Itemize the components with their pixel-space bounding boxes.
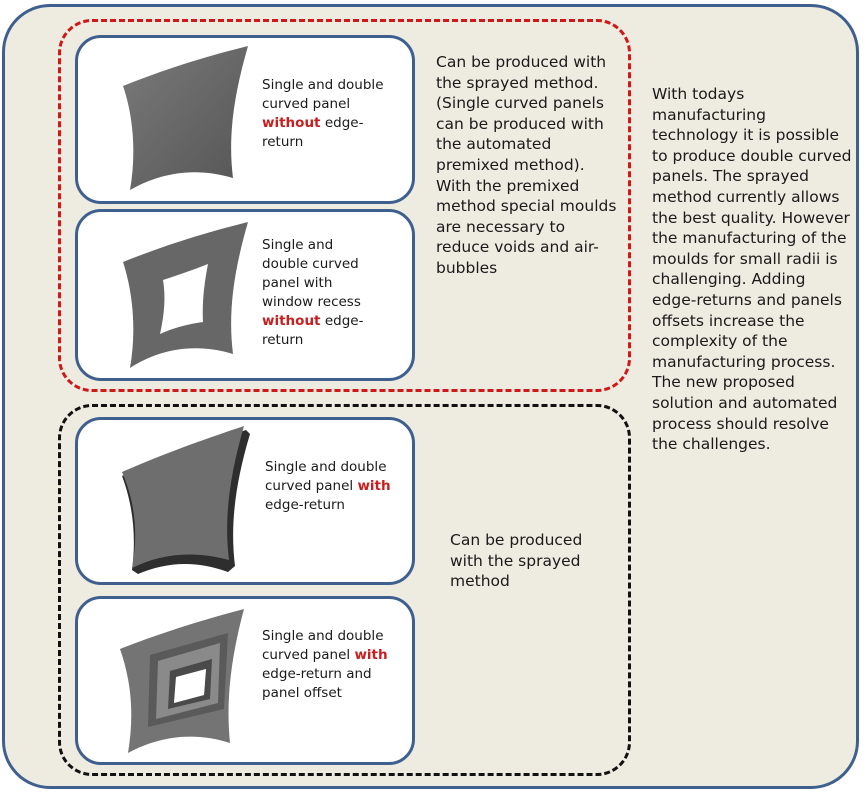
panel-card-window-without-edge-return: Single and double curved panel with wind… xyxy=(75,209,415,381)
panel-card-without-edge-return: Single and double curved panel without e… xyxy=(75,35,415,204)
manufacturing-summary-note: With todays manufacturing technology it … xyxy=(652,85,852,454)
sprayed-only-note: Can be produced with the sprayed method xyxy=(450,531,583,591)
curved-panel-offset-window-icon xyxy=(120,609,244,753)
sprayed-or-premixed-group xyxy=(58,19,631,392)
panel-caption: Single and double curved panel without e… xyxy=(262,77,384,150)
curved-panel-window-icon xyxy=(123,222,248,368)
panel-card-with-edge-return-and-offset: Single and double curved panel with edge… xyxy=(75,596,415,765)
panel-caption: Single and double curved panel with edge… xyxy=(262,628,388,701)
panel-caption: Single and double curved panel with edge… xyxy=(265,459,391,513)
panel-caption: Single and double curved panel with wind… xyxy=(262,237,364,348)
sprayed-premixed-note: Can be produced with the sprayed method.… xyxy=(436,53,617,277)
sprayed-only-group xyxy=(58,404,631,776)
panel-card-with-edge-return: Single and double curved panel with edge… xyxy=(75,417,415,585)
curved-panel-edge-return-icon xyxy=(122,426,250,574)
curved-panel-icon xyxy=(123,46,248,190)
